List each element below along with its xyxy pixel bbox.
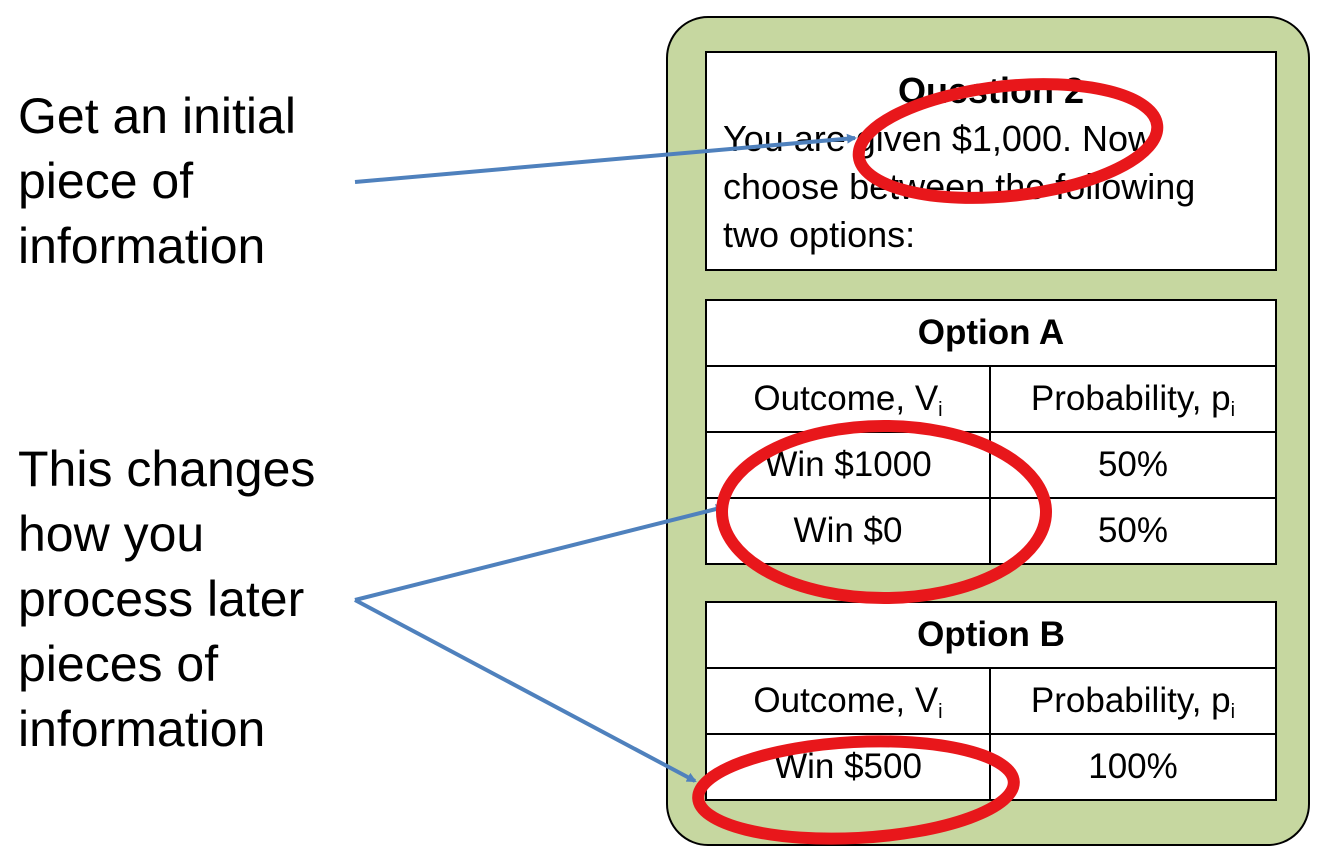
probability-header: Probability, pi [989,667,1277,735]
question-line: You are given $1,000. Now [723,118,1154,159]
question-box: Question 2 You are given $1,000. Now cho… [705,51,1277,271]
table-row: Win $0 50% [705,497,1277,565]
note-line: Get an initial [18,88,296,144]
outcome-header: Outcome, Vi [705,365,991,433]
arrow-to-option-b [354,598,697,783]
question-text: You are given $1,000. Now choose between… [707,115,1275,259]
table-row: Win $500 100% [705,733,1277,801]
note-later-information: This changes how you process later piece… [18,437,315,762]
question-line: two options: [723,214,916,255]
note-line: information [18,218,266,274]
note-line: This changes [18,441,316,497]
probability-header: Probability, pi [989,365,1277,433]
table-row: Win $1000 50% [705,431,1277,499]
outcome-cell: Win $1000 [705,431,991,499]
note-line: information [18,701,266,757]
note-line: process later [18,571,305,627]
option-a-table: Option A Outcome, Vi Probability, pi Win… [705,299,1277,565]
probability-cell: 100% [989,733,1277,801]
outcome-cell: Win $0 [705,497,991,565]
probability-cell: 50% [989,431,1277,499]
probability-cell: 50% [989,497,1277,565]
note-line: pieces of [18,636,219,692]
outcome-header: Outcome, Vi [705,667,991,735]
option-b-title: Option B [705,601,1277,669]
option-b-table: Option B Outcome, Vi Probability, pi Win… [705,601,1277,801]
option-a-title: Option A [705,299,1277,367]
note-line: piece of [18,153,194,209]
question-line: choose between the following [723,166,1196,207]
note-initial-information: Get an initial piece of information [18,84,296,279]
outcome-cell: Win $500 [705,733,991,801]
question-title: Question 2 [897,70,1085,111]
note-line: how you [18,506,205,562]
